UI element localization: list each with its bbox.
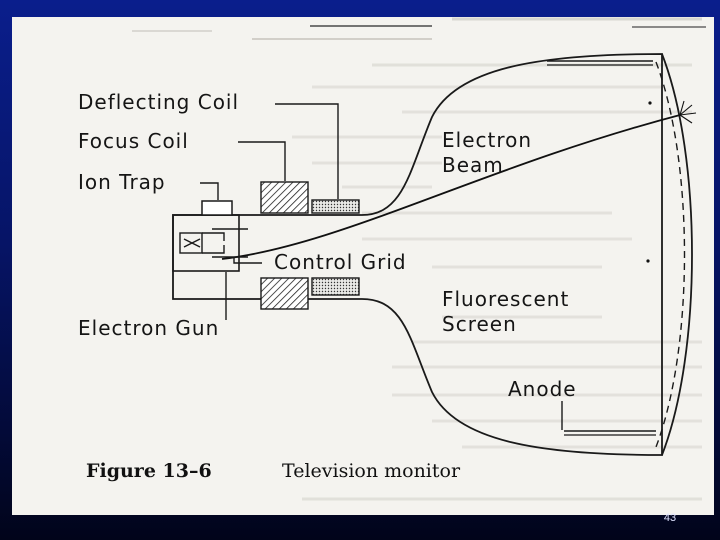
ion-trap-magnet bbox=[201, 200, 233, 216]
label-fluorescent-screen-line1: Fluorescent bbox=[442, 287, 569, 311]
fluorescent-screen bbox=[661, 53, 693, 456]
label-control-grid: Control Grid bbox=[274, 250, 407, 274]
label-deflecting-coil: Deflecting Coil bbox=[78, 90, 239, 114]
control-grid-element bbox=[212, 228, 248, 258]
focus-coil-top bbox=[260, 181, 309, 214]
beam-impact-spark bbox=[679, 100, 697, 124]
leader-lines bbox=[200, 103, 563, 430]
slide-page-number: 43 bbox=[663, 512, 677, 524]
leader-deflecting-coil bbox=[275, 103, 339, 199]
electron-gun-cathode bbox=[179, 232, 225, 254]
label-ion-trap: Ion Trap bbox=[78, 170, 166, 194]
fluorescent-coating bbox=[655, 61, 686, 448]
label-anode: Anode bbox=[508, 377, 577, 401]
focus-coil-bottom bbox=[260, 277, 309, 310]
electron-gun-housing bbox=[172, 214, 240, 272]
crt-tube-outline bbox=[172, 53, 663, 456]
deflecting-coil-top bbox=[311, 199, 360, 214]
label-electron-beam-line2: Beam bbox=[442, 153, 504, 177]
label-electron-beam-line1: Electron bbox=[442, 128, 532, 152]
scanned-page: Deflecting Coil Focus Coil Ion Trap Elec… bbox=[12, 17, 714, 515]
bleed-through-texture bbox=[132, 17, 702, 501]
figure-caption-title: Television monitor bbox=[282, 460, 461, 482]
deflecting-coil-bottom bbox=[311, 277, 360, 296]
leader-ion-trap bbox=[200, 182, 219, 200]
leader-focus-coil bbox=[238, 141, 286, 181]
label-focus-coil: Focus Coil bbox=[78, 129, 189, 153]
leader-control-grid bbox=[233, 257, 262, 264]
label-fluorescent-screen-line2: Screen bbox=[442, 312, 517, 336]
television-monitor-diagram: Deflecting Coil Focus Coil Ion Trap Elec… bbox=[78, 17, 706, 501]
electron-beam bbox=[221, 114, 681, 260]
figure-caption-number: Figure 13–6 bbox=[86, 460, 212, 482]
label-electron-gun: Electron Gun bbox=[78, 316, 219, 340]
